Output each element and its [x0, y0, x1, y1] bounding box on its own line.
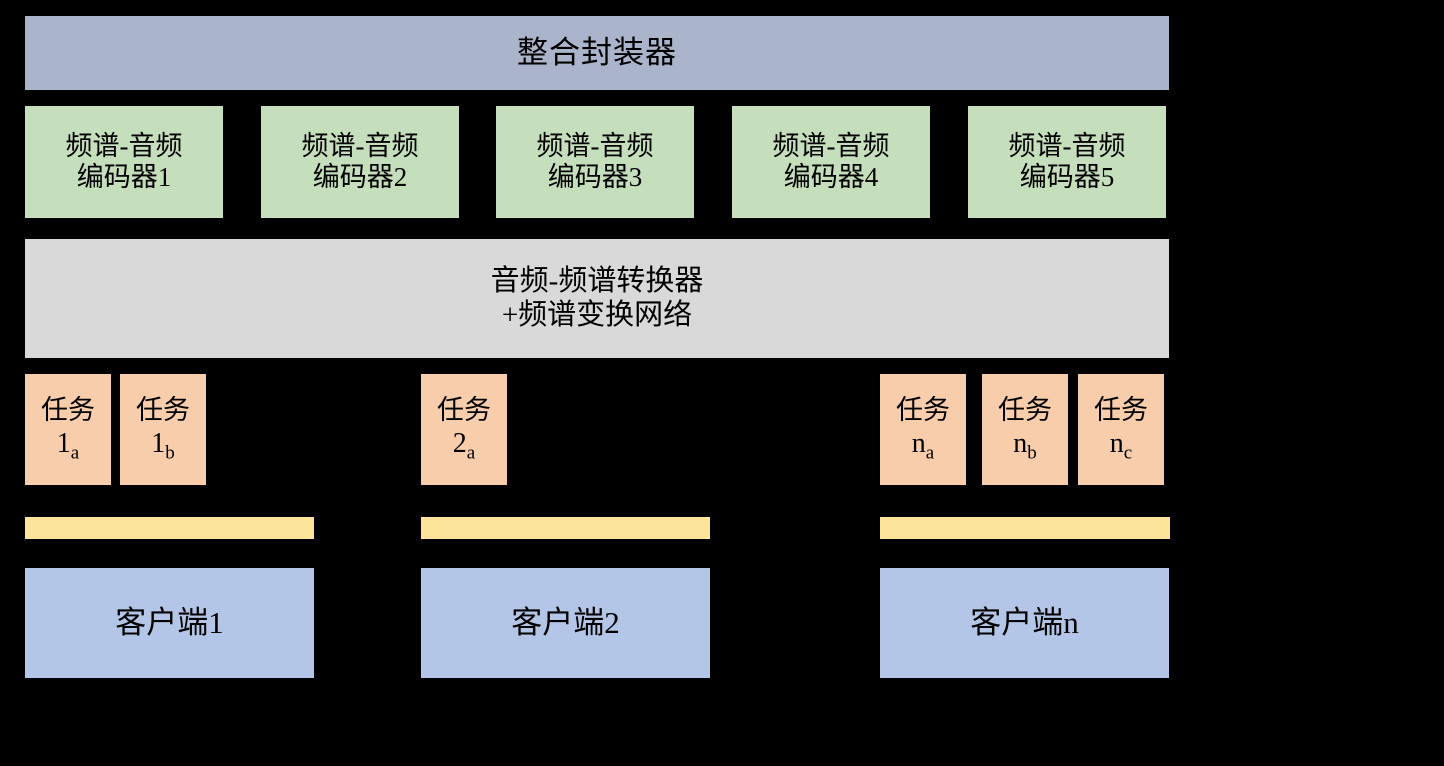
encoder-block-5: 频谱-音频 编码器5 — [968, 106, 1166, 218]
task-label: 任务 — [998, 394, 1052, 425]
task-block-nc: 任务 nc — [1078, 374, 1164, 485]
task-id-main: 1 — [56, 427, 71, 459]
task-block-na: 任务 na — [880, 374, 966, 485]
task-id: nb — [1013, 428, 1037, 464]
task-block-1b: 任务 1b — [120, 374, 206, 485]
task-id-main: 1 — [151, 427, 166, 459]
encoder-block-2: 频谱-音频 编码器2 — [261, 106, 459, 218]
client-block-n: 客户端n — [880, 568, 1169, 678]
client-block-1: 客户端1 — [25, 568, 314, 678]
encoder-block-4: 频谱-音频 编码器4 — [732, 106, 930, 218]
task-label: 任务 — [437, 394, 491, 425]
task-id-sub: a — [70, 442, 80, 464]
task-id: nc — [1110, 428, 1132, 464]
task-id: 2a — [453, 428, 475, 464]
task-id-sub: a — [925, 442, 935, 464]
task-id: na — [912, 428, 934, 464]
integration-wrapper-block: 整合封装器 — [25, 16, 1169, 90]
task-label: 任务 — [896, 394, 950, 425]
task-label: 任务 — [136, 394, 190, 425]
task-id: 1a — [57, 428, 79, 464]
connector-bar-3 — [880, 517, 1170, 539]
task-id-sub: b — [1027, 442, 1037, 464]
task-label: 任务 — [1094, 394, 1148, 425]
task-id-sub: b — [165, 442, 175, 464]
connector-bar-2 — [421, 517, 710, 539]
task-id-sub: c — [1123, 442, 1133, 464]
task-id-sub: a — [466, 442, 476, 464]
task-block-nb: 任务 nb — [982, 374, 1068, 485]
client-block-2: 客户端2 — [421, 568, 710, 678]
task-id-main: n — [1109, 427, 1124, 459]
task-id-main: n — [911, 427, 926, 459]
task-id: 1b — [151, 428, 175, 464]
task-id-main: n — [1013, 427, 1028, 459]
task-block-1a: 任务 1a — [25, 374, 111, 485]
encoder-block-3: 频谱-音频 编码器3 — [496, 106, 694, 218]
task-block-2a: 任务 2a — [421, 374, 507, 485]
task-id-main: 2 — [452, 427, 467, 459]
connector-bar-1 — [25, 517, 314, 539]
task-label: 任务 — [41, 394, 95, 425]
encoder-block-1: 频谱-音频 编码器1 — [25, 106, 223, 218]
converter-block: 音频-频谱转换器 +频谱变换网络 — [25, 239, 1169, 358]
